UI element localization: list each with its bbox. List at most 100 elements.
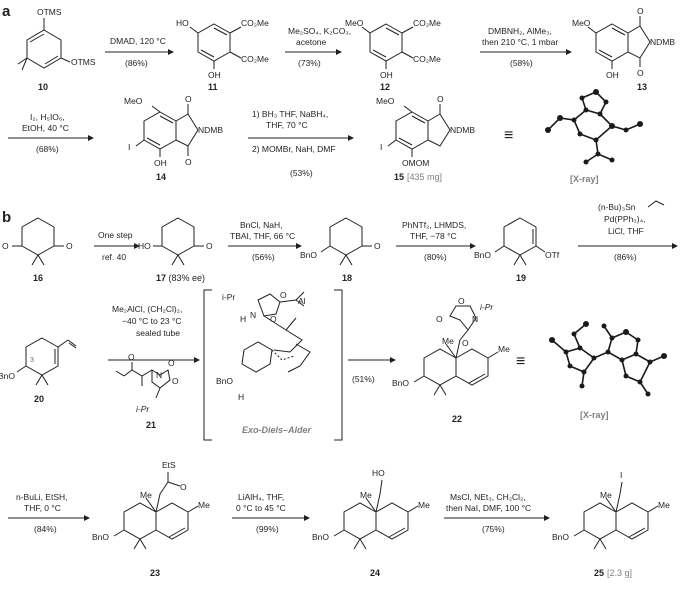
step-a2: Me₂SO₄, K₂CO₃, acetone (73%): [285, 26, 351, 68]
compound-15: MeO I O NDMB OMOM 15[435 mg]: [376, 94, 475, 182]
step-a5: 1) BH₃ THF, NaBH₄, THF, 70 °C 2) MOMBr, …: [248, 109, 354, 178]
compound-10: OTMS OTMS 10: [17, 7, 96, 92]
c15-o: O: [437, 94, 444, 104]
c13-meo: MeO: [572, 18, 591, 28]
c20-c3: 3: [30, 357, 34, 364]
c22-o2: O: [436, 314, 443, 324]
transition-state: i-Pr O O Al N H BnO H Exo-Diels–Alder: [203, 289, 343, 441]
ts-n: N: [250, 310, 256, 320]
step-a3-yield: (58%): [510, 58, 533, 68]
xray-label-b: [X-ray]: [580, 410, 609, 420]
step-b4: (n-Bu)₃Sn Pd(PPh₃)₄, LiCl, THF (86%): [578, 200, 678, 262]
c23-o: O: [180, 482, 187, 492]
compound-22: O N O i-Pr Me O Me BnO 22: [392, 296, 510, 424]
step-a1-yield: (86%): [125, 58, 148, 68]
xray-structure-a: [545, 89, 643, 165]
c11-oh: OH: [208, 70, 221, 80]
c20-bno: BnO: [0, 371, 15, 381]
compound-20-label: 20: [34, 394, 44, 404]
c15-meo: MeO: [376, 96, 395, 106]
ts-h2: H: [238, 392, 244, 402]
compound-16-label: 16: [33, 273, 43, 283]
step-a3: DMBNH₂, AlMe₃, then 210 °C, 1 mbar (58%): [480, 26, 572, 68]
c16-o-left: O: [2, 241, 9, 251]
c19-bno: BnO: [474, 250, 491, 260]
step-b5-out: (51%): [348, 357, 396, 384]
compound-19-label: 19: [516, 273, 526, 283]
c21-o2: O: [168, 358, 175, 368]
step-b2-reagents-2: TBAI, THF, 66 °C: [230, 231, 295, 241]
compound-21-label: 21: [146, 420, 156, 430]
c22-bno: BnO: [392, 378, 409, 388]
step-a1-reagents: DMAD, 120 °C: [110, 36, 166, 46]
step-b4-reagents-2: Pd(PPh₃)₄,: [604, 214, 645, 224]
compound-10-label: 10: [38, 82, 48, 92]
compound-15-label: 15[435 mg]: [394, 172, 442, 182]
c21-ipr: i-Pr: [136, 404, 150, 414]
c24-me2: Me: [418, 500, 430, 510]
compound-23-label: 23: [150, 568, 160, 578]
step-b4-reagents-1: (n-Bu)₃Sn: [598, 202, 636, 212]
compound-16: O O 16: [2, 217, 73, 283]
compound-24-label: 24: [370, 568, 380, 578]
step-a5-reagents-1: 1) BH₃ THF, NaBH₄,: [252, 109, 328, 119]
step-b6-reagents-1: n-BuLi, EtSH,: [16, 492, 68, 502]
ts-bno: BnO: [216, 376, 233, 386]
c25-me2: Me: [658, 500, 670, 510]
compound-25: I Me Me BnO 25[2.3 g]: [552, 470, 670, 578]
c22-ipr: i-Pr: [480, 302, 494, 312]
c25-bno: BnO: [552, 532, 569, 542]
step-a4-yield: (68%): [36, 144, 59, 154]
compound-11: HO CO₂Me CO₂Me OH 11: [176, 18, 269, 92]
c24-ho: HO: [372, 468, 385, 478]
step-a5-reagents-2: THF, 70 °C: [266, 120, 308, 130]
step-b7: LiAlH₄, THF, 0 °C to 45 °C (99%): [232, 492, 310, 534]
step-b7-reagents-1: LiAlH₄, THF,: [238, 492, 284, 502]
compound-17-label: 17 (83% ee): [156, 273, 205, 283]
c14-i: I: [128, 142, 130, 152]
compound-12-label: 12: [380, 82, 390, 92]
c23-me1: Me: [140, 490, 152, 500]
step-b2: BnCl, NaH, TBAI, THF, 66 °C (56%): [228, 220, 302, 262]
step-a4-reagents-1: I₂, H₅IO₆,: [30, 112, 65, 122]
step-b2-reagents-1: BnCl, NaH,: [240, 220, 283, 230]
compound-18: BnO O 18: [300, 217, 381, 283]
c14-oh: OH: [154, 158, 167, 168]
step-b5: Me₂AlCl, (CH₂Cl)₂, −40 °C to 23 °C seale…: [108, 304, 200, 363]
step-b8-reagents-2: then NaI, DMF, 100 °C: [446, 503, 531, 513]
c21-n: N: [156, 370, 162, 380]
xray-structure-b: [549, 321, 667, 397]
c15-ndmb: NDMB: [450, 125, 475, 135]
ts-o1: O: [280, 290, 287, 300]
step-b1-ref: ref. 40: [102, 252, 126, 262]
c18-bno: BnO: [300, 250, 317, 260]
step-b6-reagents-2: THF, 0 °C: [24, 503, 61, 513]
step-b3: PhNTf₂, LHMDS, THF, −78 °C (80%): [396, 220, 476, 262]
equivalence-sign-b: ≡: [516, 353, 525, 370]
ts-o2: O: [270, 314, 277, 324]
c15-i: I: [380, 142, 382, 152]
c23-ets: EtS: [162, 460, 176, 470]
step-a3-reagents-1: DMBNH₂, AlMe₃,: [488, 26, 552, 36]
panel-a-label: a: [2, 3, 11, 20]
c12-co2me-top: CO₂Me: [413, 18, 441, 28]
step-b8-reagents-1: MsCl, NEt₃, CH₂Cl₂,: [450, 492, 526, 502]
compound-24: HO Me Me BnO 24: [312, 468, 430, 578]
ts-al: Al: [298, 296, 306, 306]
c12-oh: OH: [380, 70, 393, 80]
step-b1-reagents: One step: [98, 230, 133, 240]
compound-14-label: 14: [156, 172, 166, 182]
step-b3-yield: (80%): [424, 252, 447, 262]
c14-meo: MeO: [124, 96, 143, 106]
c21-o3: O: [172, 376, 179, 386]
compound-18-label: 18: [342, 273, 352, 283]
c25-i: I: [620, 470, 622, 480]
step-a5-reagents-3: 2) MOMBr, NaH, DMF: [252, 144, 336, 154]
compound-12: MeO CO₂Me CO₂Me OH 12: [345, 18, 441, 92]
compound-19: BnO OTf 19: [474, 217, 560, 283]
otms-bottom: OTMS: [71, 57, 96, 67]
step-b5-reagents-3: sealed tube: [136, 328, 180, 338]
compound-13: MeO O NDMB O OH 13: [572, 6, 675, 92]
c13-o-bottom: O: [637, 68, 644, 78]
step-b6: n-BuLi, EtSH, THF, 0 °C (84%): [8, 492, 90, 534]
